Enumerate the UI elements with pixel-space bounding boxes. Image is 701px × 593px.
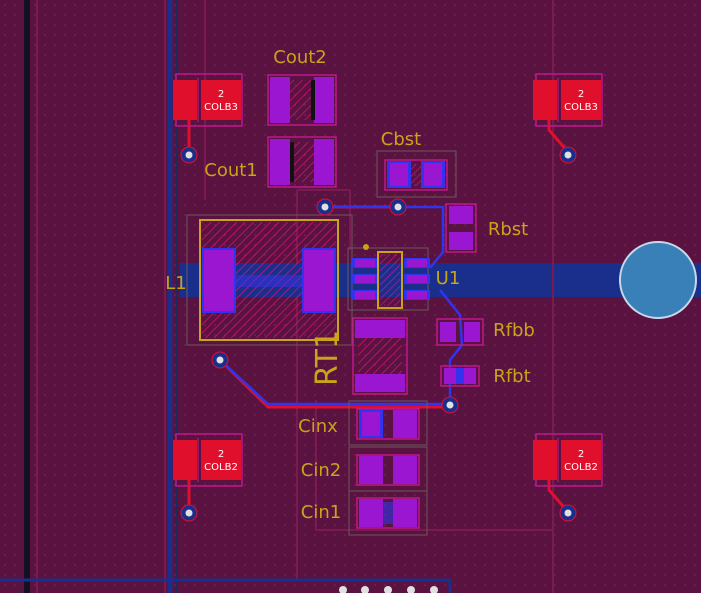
label-rbst: Rbst — [488, 219, 528, 240]
connector-pin-label: 2 — [578, 449, 584, 460]
connector-pin-label: 2 — [218, 89, 224, 100]
connector-pin-label: 2 — [218, 449, 224, 460]
component-cin1[interactable] — [348, 490, 428, 536]
connector-bottom-right[interactable]: 2 COLB2 — [533, 433, 603, 487]
connector-net-label: COLB3 — [204, 102, 238, 113]
connector-pin-label: 2 — [578, 89, 584, 100]
component-rt1[interactable] — [352, 317, 408, 395]
label-cbst: Cbst — [381, 129, 421, 150]
component-cin2[interactable] — [348, 446, 428, 492]
vias — [180, 146, 577, 593]
component-rfbt[interactable] — [440, 365, 480, 387]
label-rfbb: Rfbb — [493, 320, 535, 341]
component-rfbb[interactable] — [436, 318, 484, 346]
label-cin2: Cin2 — [301, 460, 341, 481]
component-cbst[interactable] — [376, 150, 457, 198]
label-cout1: Cout1 — [204, 160, 258, 181]
mounting-hole[interactable] — [619, 241, 697, 319]
connector-top-right[interactable]: 2 COLB3 — [533, 73, 603, 127]
connector-net-label: COLB2 — [204, 462, 238, 473]
component-cout2[interactable] — [267, 74, 337, 126]
component-rbst[interactable] — [445, 203, 477, 253]
connector-net-label: COLB2 — [564, 462, 598, 473]
label-cin1: Cin1 — [301, 502, 341, 523]
component-cinx[interactable] — [348, 400, 428, 446]
label-rt1: RT1 — [310, 330, 345, 386]
label-cout2: Cout2 — [273, 47, 327, 68]
label-cinx: Cinx — [298, 416, 338, 437]
label-l1: L1 — [165, 273, 186, 294]
component-cout1[interactable] — [267, 136, 337, 188]
component-l1[interactable] — [186, 214, 353, 346]
label-rfbt: Rfbt — [493, 366, 530, 387]
component-u1[interactable] — [347, 244, 430, 311]
connector-bottom-left[interactable]: 2 COLB2 — [173, 433, 243, 487]
connector-net-label: COLB3 — [564, 102, 598, 113]
label-u1: U1 — [436, 268, 461, 289]
connector-top-left[interactable]: 2 COLB3 — [173, 73, 243, 127]
